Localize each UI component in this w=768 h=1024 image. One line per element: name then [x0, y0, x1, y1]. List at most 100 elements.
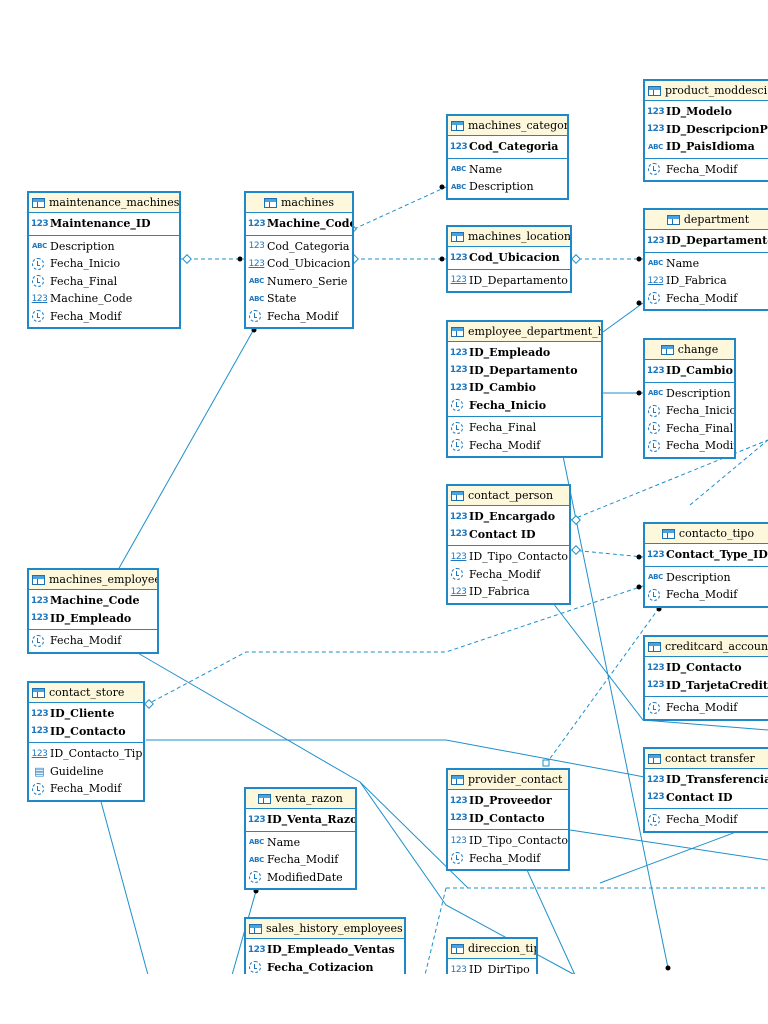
column-row[interactable]: Fecha_Modif — [246, 308, 352, 326]
column-row[interactable]: Fecha_Cotizacion — [246, 959, 404, 976]
entity-header[interactable]: machines_location — [448, 227, 570, 247]
entity-header[interactable]: machines_category — [448, 116, 567, 136]
column-row[interactable]: Fecha_Final — [29, 273, 179, 291]
entity-header[interactable]: department — [645, 210, 768, 230]
entity-header[interactable]: change — [645, 340, 734, 360]
entity-header[interactable]: machines — [246, 193, 352, 213]
column-row[interactable]: Fecha_Modif — [29, 780, 143, 798]
column-row[interactable]: Fecha_Modif — [448, 850, 568, 868]
entity-header[interactable]: contact_store — [29, 683, 143, 703]
entity-header[interactable]: contacto_tipo — [645, 524, 768, 544]
column-row[interactable]: Fecha_Modif — [645, 437, 734, 455]
entity-header[interactable]: creditcard_account — [645, 637, 768, 657]
column-row[interactable]: Fecha_Modif — [645, 290, 768, 308]
entity-header[interactable]: contact_person — [448, 486, 569, 506]
column-row[interactable]: Fecha_Final — [645, 420, 734, 438]
entity-header[interactable]: provider_contact — [448, 770, 568, 790]
column-row[interactable]: Fecha_Modif — [29, 632, 157, 650]
entity-header[interactable]: contact transfer — [645, 749, 768, 769]
entity-header[interactable]: machines_employees — [29, 570, 157, 590]
column-row[interactable]: ▤Guideline — [29, 763, 143, 781]
column-row[interactable]: Fecha_Inicio — [29, 255, 179, 273]
column-row[interactable]: Fecha_Modif — [645, 699, 768, 717]
column-row[interactable]: Fecha_Inicio — [448, 397, 601, 415]
column-row[interactable]: Fecha_Modif — [645, 586, 768, 604]
column-row[interactable]: Fecha_Final — [448, 419, 601, 437]
entity-header[interactable]: product_moddesci — [645, 81, 768, 101]
column-row[interactable]: Fecha_Modif — [645, 811, 768, 829]
column-row[interactable]: Fecha_Modif — [448, 437, 601, 455]
column-row[interactable]: Fecha_Modif — [645, 161, 768, 179]
column-row[interactable]: Fecha_Modif — [448, 566, 569, 584]
entity-employee-department-history[interactable]: employee_department_history 123ID_Emplead… — [446, 320, 603, 458]
column-row[interactable]: Fecha_Modif — [29, 308, 179, 326]
column-row[interactable]: Fecha_Inicio — [645, 402, 734, 420]
column-row[interactable]: ModifiedDate — [246, 869, 355, 887]
entity-header[interactable]: sales_history_employees — [246, 919, 404, 939]
entity-header[interactable]: direccion_tipo — [448, 939, 536, 959]
entity-header[interactable]: employee_department_history — [448, 322, 601, 342]
entity-header[interactable]: venta_razon — [246, 789, 355, 809]
